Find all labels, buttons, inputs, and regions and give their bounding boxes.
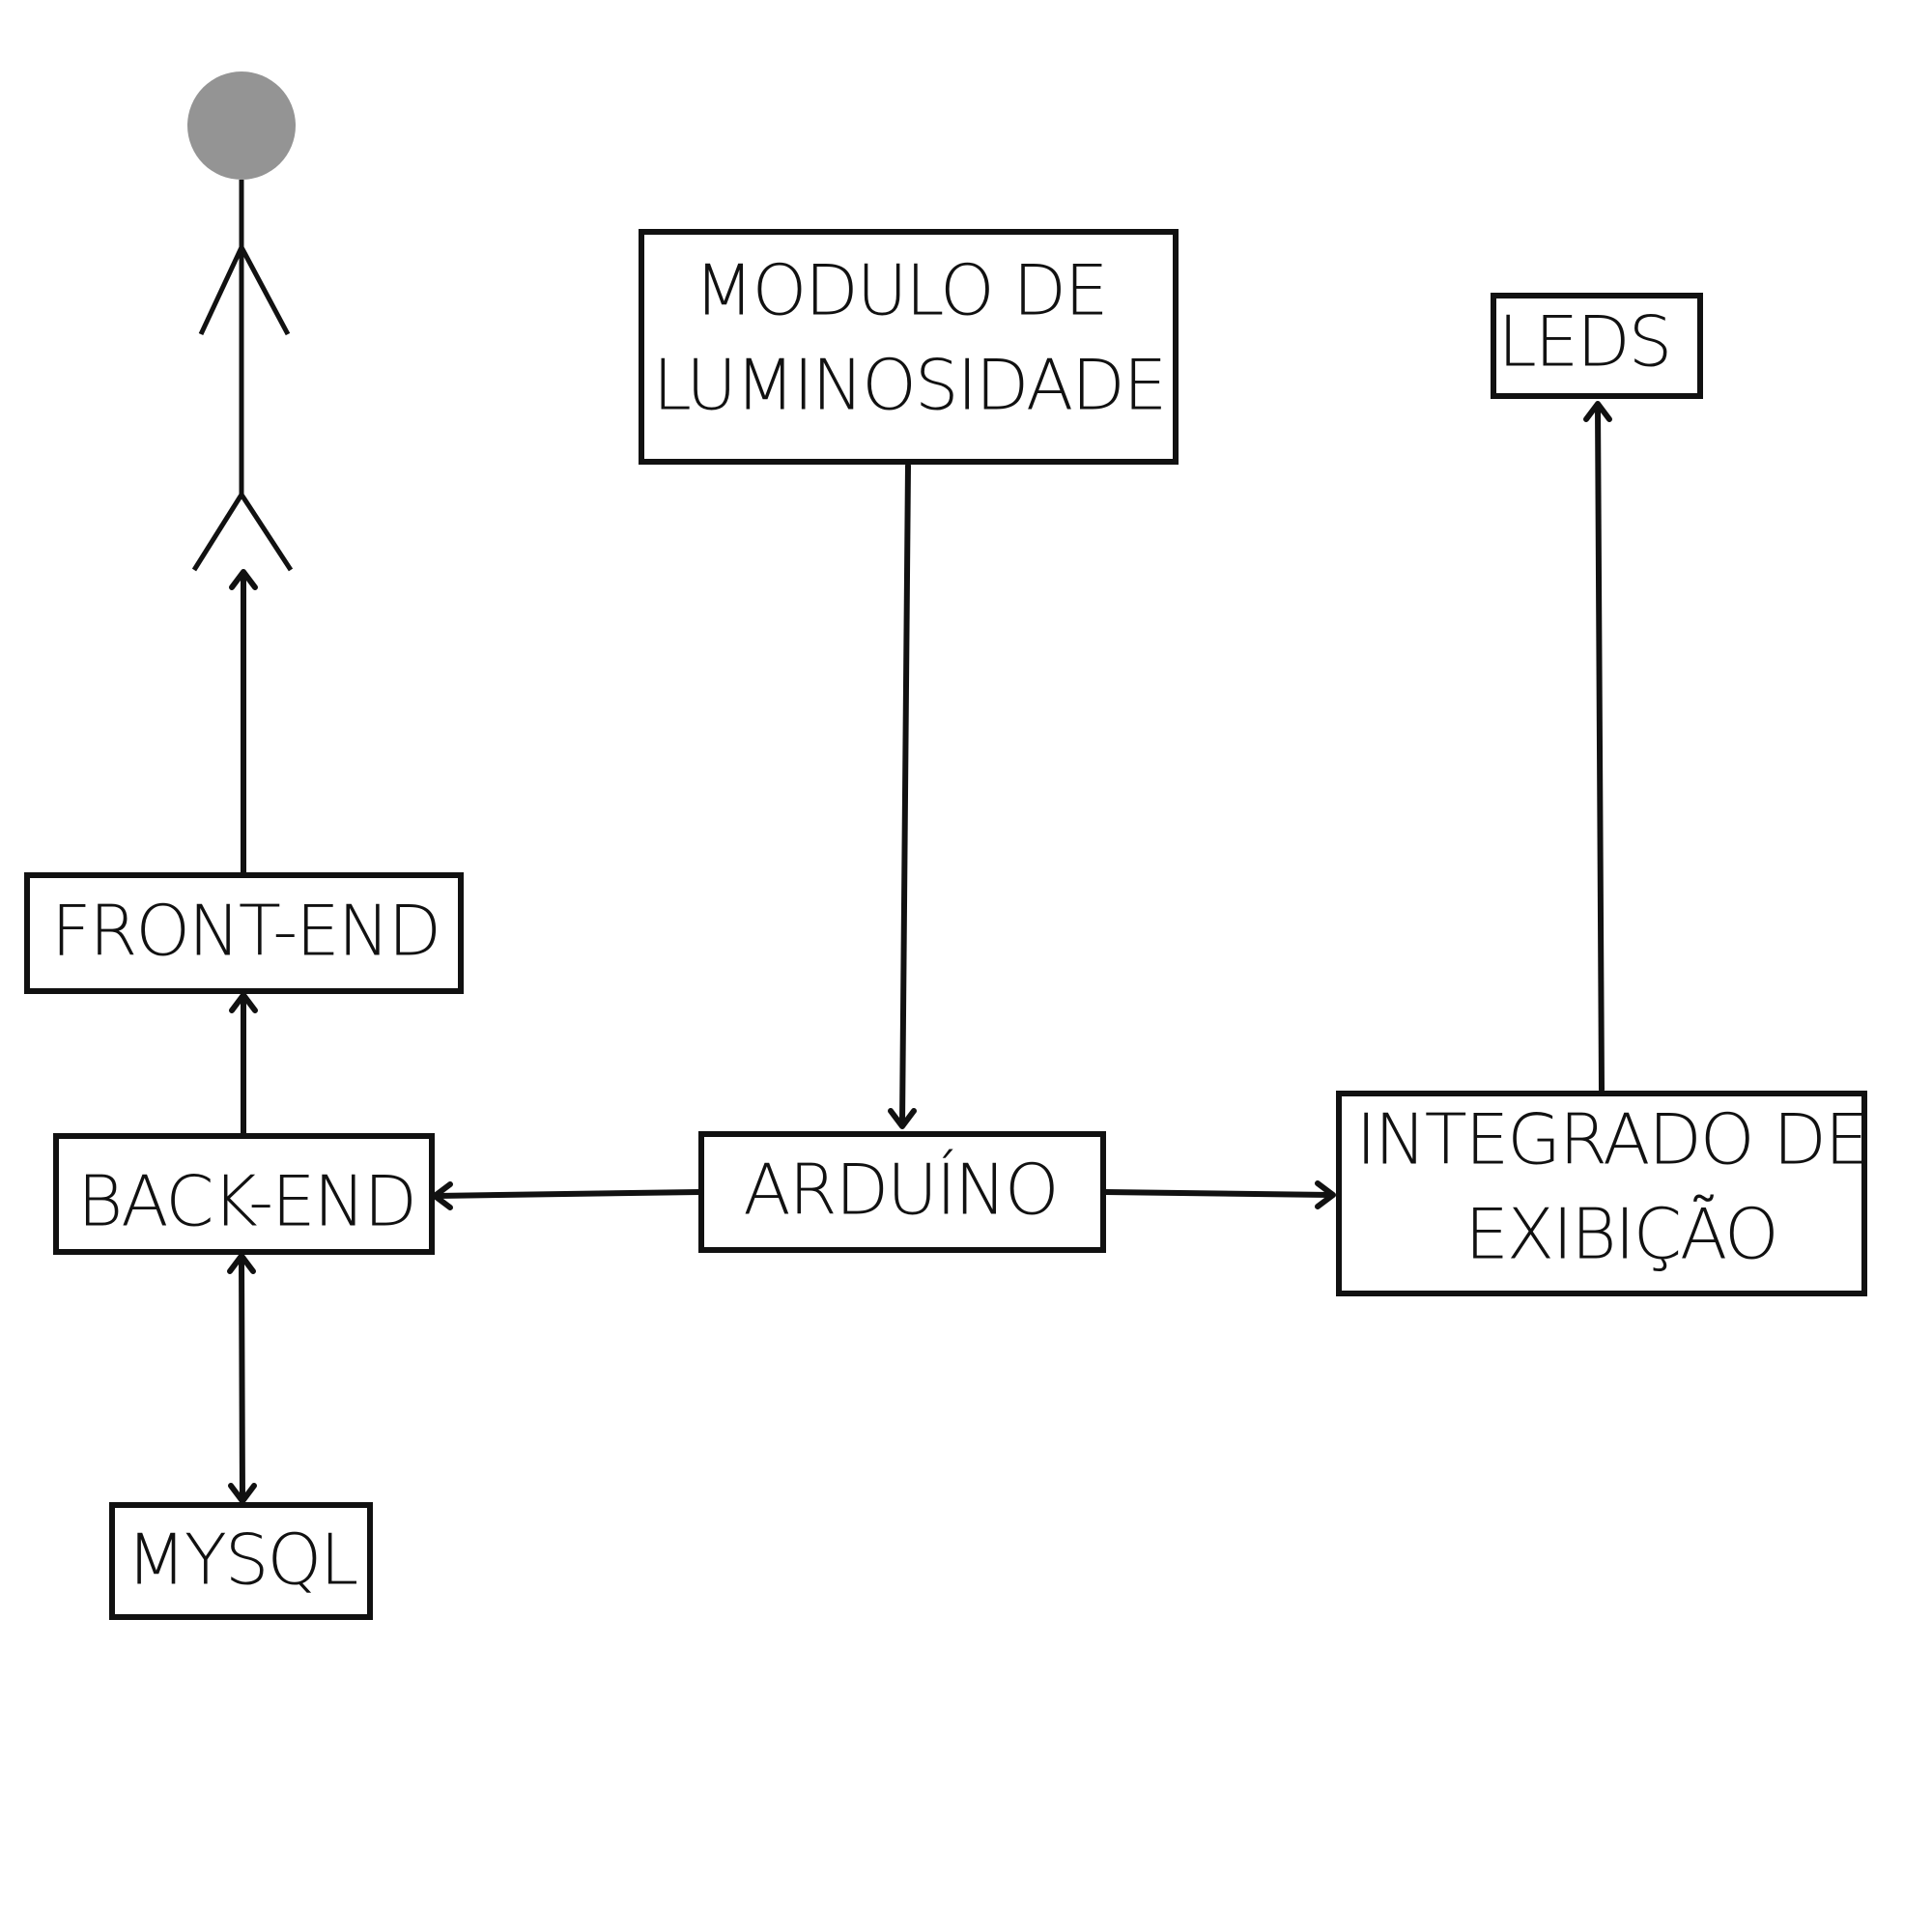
edge-arduino-to-back-end (432, 1181, 702, 1210)
user-arm-left (198, 245, 244, 336)
node-mysql: MYSQL (109, 1502, 373, 1620)
node-back-end-label: BACK-END (77, 1161, 415, 1242)
node-integrado-label-line1: INTEGRADO DE (1356, 1099, 1867, 1180)
user-leg-right (239, 493, 294, 572)
node-leds-label: LEDS (1498, 301, 1671, 383)
edge-integrado-to-leds (1583, 401, 1612, 1093)
node-arduino-label: ARDUÍNO (743, 1150, 1057, 1231)
edge-back-end-mysql-bidirectional (227, 1253, 257, 1504)
edge-arduino-to-integrado (1102, 1180, 1336, 1209)
node-mysql-label: MYSQL (127, 1520, 357, 1601)
node-leds: LEDS (1491, 293, 1703, 399)
node-front-end-label: FRONT-END (51, 891, 440, 972)
node-integrado-label-line2: EXIBIÇÃO (1464, 1194, 1776, 1275)
node-modulo-de-luminosidade: MODULO DE LUMINOSIDADE (639, 229, 1179, 465)
user-stick-figure-icon (187, 71, 296, 572)
edge-back-end-to-front-end (229, 992, 258, 1137)
node-arduino: ARDUÍNO (698, 1131, 1106, 1253)
edge-modulo-to-arduino (888, 463, 917, 1129)
node-integrado-de-exibicao: INTEGRADO DE EXIBIÇÃO (1336, 1091, 1868, 1296)
edge-front-end-to-user (229, 569, 258, 876)
node-back-end: BACK-END (53, 1133, 435, 1255)
node-modulo-label-line2: LUMINOSIDADE (653, 345, 1165, 426)
node-front-end: FRONT-END (24, 872, 464, 994)
node-modulo-label-line1: MODULO DE (695, 250, 1107, 331)
user-head (187, 71, 296, 180)
user-leg-left (191, 493, 244, 572)
user-arm-right (239, 245, 291, 336)
